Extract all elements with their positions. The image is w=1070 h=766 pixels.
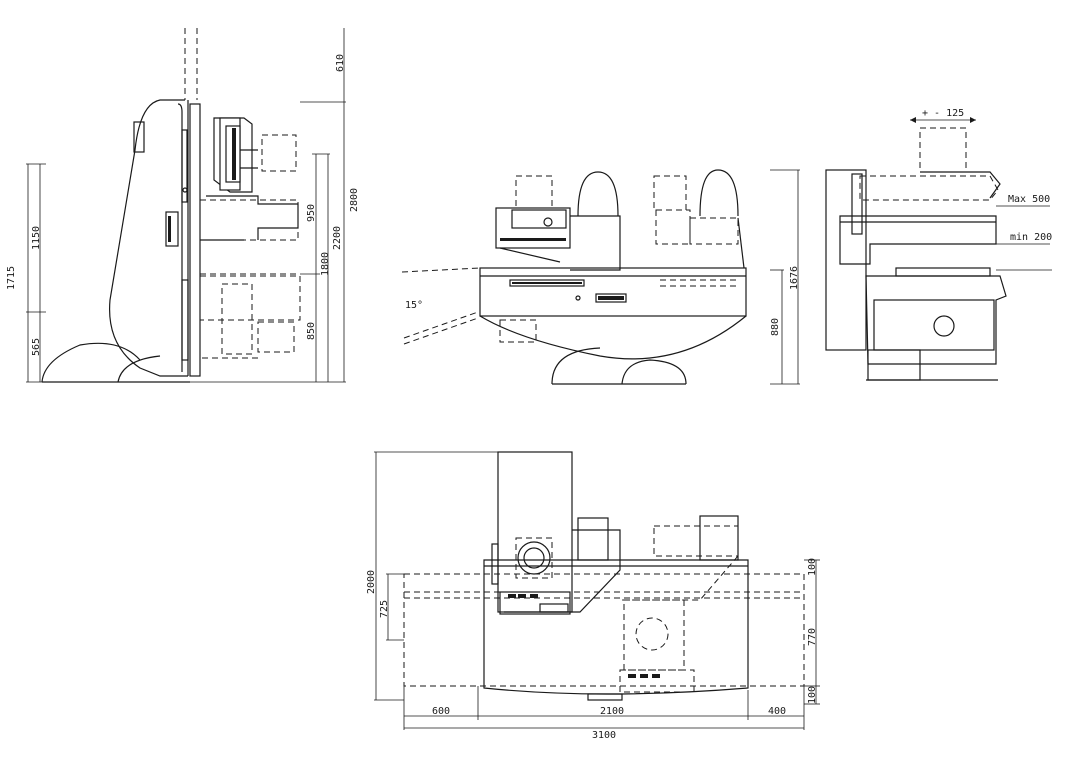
side-view: 610 2800 2200 1800 950 850 1150 1715 565 [6,28,360,383]
dim-1676: 1676 [789,266,800,290]
dim-2800: 2800 [349,188,360,212]
dim-600: 600 [432,706,450,717]
dim-610: 610 [335,54,346,72]
end-view: + - 125 Max 500 min 200 [825,108,1052,381]
dim-100-top: 100 [807,558,818,576]
min-label: min 200 [1010,232,1052,243]
gantry-top [497,451,573,613]
table-footprint [403,573,805,687]
dim-1150: 1150 [31,226,42,250]
dim-1715: 1715 [6,266,17,290]
side-body-outline [108,99,188,377]
dim-400: 400 [768,706,786,717]
dim-565: 565 [31,338,42,356]
dim-950: 950 [306,204,317,222]
travel-label: + - 125 [922,108,964,119]
angle-label: 15° [405,300,423,311]
top-view: 2000 725 100 770 100 600 2100 400 3100 [366,451,820,741]
dim-1800: 1800 [320,252,331,276]
dim-2100: 2100 [600,706,624,717]
dim-100-bottom: 100 [807,686,818,704]
dim-880: 880 [770,318,781,336]
table-top [479,267,747,317]
max-label: Max 500 [1008,194,1050,205]
dim-3100: 3100 [592,730,616,741]
dim-770: 770 [807,628,818,646]
end-column [825,169,867,351]
dim-2200: 2200 [332,226,343,250]
dim-850: 850 [306,322,317,340]
front-view: 15° [401,169,800,385]
front-body [479,315,747,360]
dim-725: 725 [379,600,390,618]
dim-2000: 2000 [366,570,377,594]
